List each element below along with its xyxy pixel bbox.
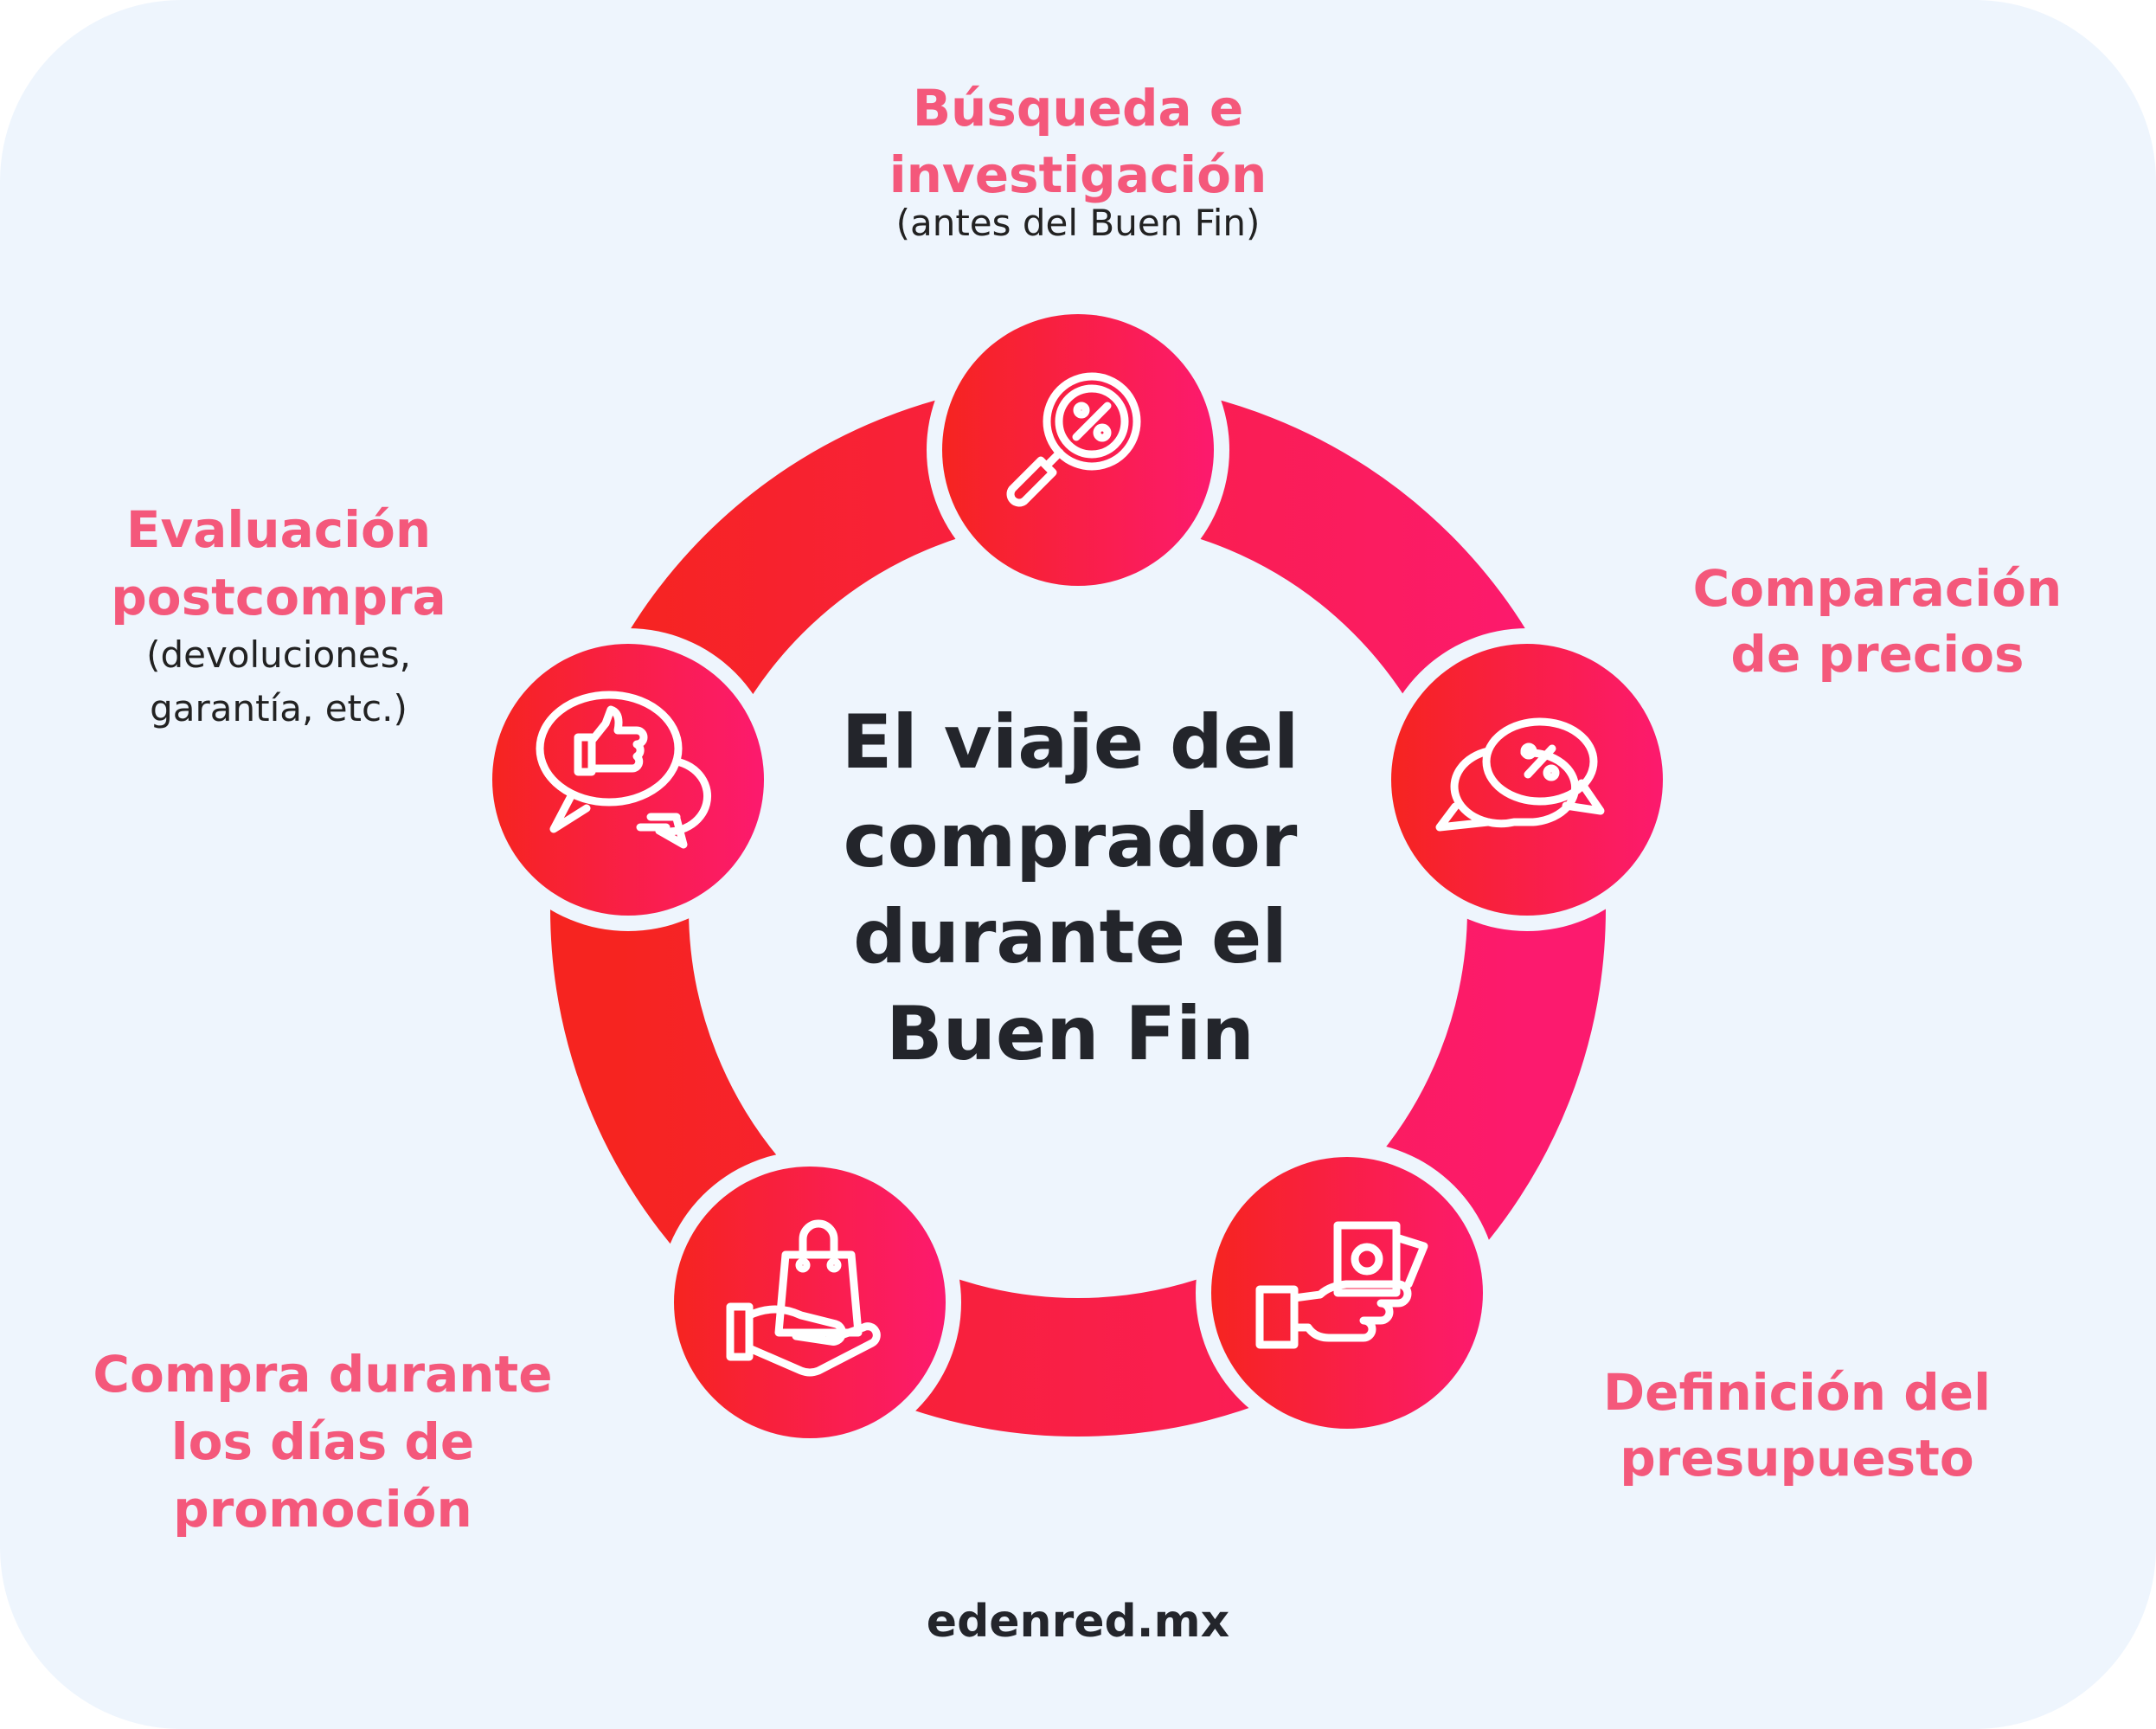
- step-label-budget: Definición del presupuesto: [1603, 1363, 1991, 1488]
- step-label-purchase: Compra durante los días de promoción: [93, 1345, 552, 1539]
- step-title: Evaluación: [126, 500, 431, 559]
- chat-percent-icon: [1435, 717, 1605, 832]
- step-title: de precios: [1730, 625, 2024, 684]
- footer-website: edenred.mx: [927, 1596, 1229, 1648]
- step-label-search: Búsqueda e investigación (antes del Buen…: [889, 79, 1267, 244]
- step-subtitle: (antes del Buen Fin): [896, 202, 1261, 244]
- title-line: Buen Fin: [886, 991, 1254, 1077]
- title-line: comprador: [844, 798, 1298, 884]
- step-title: investigación: [889, 145, 1267, 204]
- step-label-compare: Comparación de precios: [1693, 559, 2063, 684]
- step-title: presupuesto: [1620, 1429, 1974, 1488]
- step-title: Definición del: [1603, 1363, 1991, 1422]
- step-title: Compra durante: [93, 1345, 552, 1404]
- step-title: postcompra: [111, 568, 446, 627]
- step-title: promoción: [173, 1480, 472, 1539]
- step-subtitle: garantía, etc.): [150, 687, 407, 730]
- step-subtitle: (devoluciones,: [146, 633, 411, 676]
- step-title: Comparación: [1693, 559, 2063, 618]
- step-circle-search: [927, 299, 1229, 601]
- step-title: Búsqueda e: [913, 79, 1243, 138]
- title-line: El viaje del: [842, 699, 1299, 786]
- diagram-title: El viaje del comprador durante el Buen F…: [842, 699, 1299, 1077]
- hand-money-icon: [1255, 1221, 1428, 1349]
- step-circle-evaluation: [477, 628, 780, 931]
- chat-thumbs-up-icon: [536, 691, 712, 849]
- step-label-evaluation: Evaluación postcompra (devoluciones, gar…: [111, 500, 446, 730]
- step-circle-compare: [1376, 628, 1678, 931]
- hand-shopping-bag-icon: [726, 1219, 881, 1377]
- magnifier-percent-icon: [1006, 372, 1141, 507]
- step-circle-budget: [1196, 1141, 1498, 1444]
- title-line: durante el: [853, 894, 1287, 980]
- step-title: los días de: [171, 1412, 475, 1471]
- step-circle-purchase: [658, 1151, 961, 1454]
